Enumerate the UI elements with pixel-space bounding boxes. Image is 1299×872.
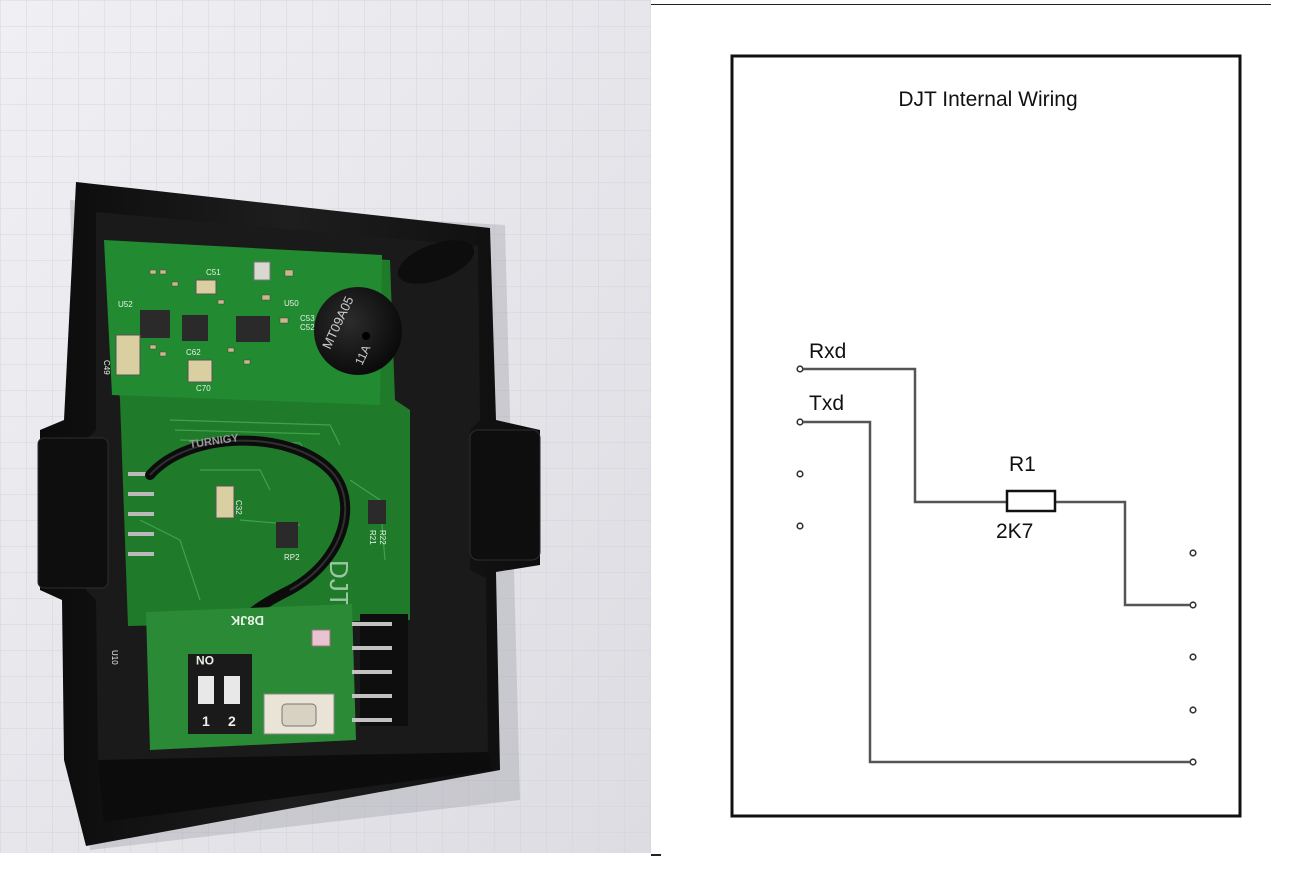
left-pin-4 (796, 522, 804, 530)
resistor-ref-label: R1 (1009, 453, 1036, 476)
label-rp2: RP2 (284, 553, 300, 562)
corner-component (397, 240, 475, 284)
label-c62: C62 (186, 348, 201, 357)
label-r22: R22 (378, 530, 387, 545)
label-c53: C53 (300, 314, 315, 323)
left-clip (37, 437, 109, 589)
label-u50: U50 (284, 299, 299, 308)
label-c32: C32 (234, 500, 243, 515)
label-u52: U52 (118, 300, 133, 309)
resistor-r1 (1005, 489, 1057, 513)
ic-cc2500 (236, 316, 270, 342)
board-djt-marking: DJT (324, 560, 354, 608)
header-pins-left (128, 472, 154, 556)
label-u10: U10 (110, 650, 119, 665)
rp2-array (276, 522, 298, 548)
ic-u50 (182, 315, 208, 341)
left-pin-rxd (796, 365, 804, 373)
rxd-wire (803, 367, 1007, 504)
turnigy-cable-highlight (149, 439, 347, 591)
photo-svg: U52 U50 C51 C52 C53 C62 C70 C49 C32 R21 … (0, 0, 651, 853)
r1-to-pin-wire (1055, 500, 1190, 607)
header-pins-right (352, 614, 408, 726)
label-c52: C52 (300, 323, 315, 332)
rxd-label: Rxd (809, 340, 846, 363)
buzzer (314, 287, 402, 375)
crystal (253, 261, 271, 281)
cap-c49-body (115, 334, 141, 376)
resistor-value-label: 2K7 (996, 520, 1033, 543)
left-connector (796, 365, 804, 530)
r21-r22-pads (368, 500, 386, 524)
smd-components (149, 269, 294, 365)
bind-button-cap (281, 703, 317, 727)
txd-label: Txd (809, 392, 844, 415)
cap-c32-body (215, 485, 235, 519)
label-r21: R21 (368, 530, 377, 545)
right-pin-1 (1189, 549, 1197, 557)
dip-2-label: 2 (228, 713, 236, 729)
case-lower-wall (98, 752, 492, 822)
ic-u52 (140, 310, 170, 338)
diagram-frame (730, 54, 1242, 818)
dip-1-label: 1 (202, 713, 210, 729)
txd-wire (803, 420, 1190, 764)
label-c51: C51 (206, 268, 221, 277)
dip-switch-1 (198, 676, 214, 704)
buzzer-hole (362, 332, 370, 340)
left-pin-txd (796, 418, 804, 426)
label-c49: C49 (102, 360, 111, 375)
wiring-diagram-panel: DJT Internal Wiring Rxd Txd (651, 0, 1299, 872)
top-rule (651, 4, 1271, 5)
left-pin-3 (796, 470, 804, 478)
wiring-diagram: DJT Internal Wiring Rxd Txd (730, 54, 1242, 818)
djt-module-photo: U52 U50 C51 C52 C53 C62 C70 C49 C32 R21 … (0, 0, 651, 853)
cap-c51-body (195, 279, 217, 295)
right-clip (469, 429, 541, 561)
right-pin-3 (1189, 653, 1197, 661)
right-connector (1189, 549, 1197, 766)
label-c70: C70 (196, 384, 211, 393)
cap-c70-body (187, 359, 213, 383)
right-pin-2 (1189, 601, 1197, 609)
diagram-title: DJT Internal Wiring (898, 88, 1077, 111)
silkscreen-labels: U52 U50 C51 C52 C53 C62 C70 C49 C32 R21 … (102, 268, 387, 665)
bottom-tick (651, 854, 661, 856)
right-pin-5 (1189, 758, 1197, 766)
dip-switch-2 (224, 676, 240, 704)
status-led (311, 629, 331, 647)
d8jk-label: D8JK (230, 613, 264, 628)
right-pin-4 (1189, 706, 1197, 714)
dip-on-label: ON (196, 653, 214, 667)
